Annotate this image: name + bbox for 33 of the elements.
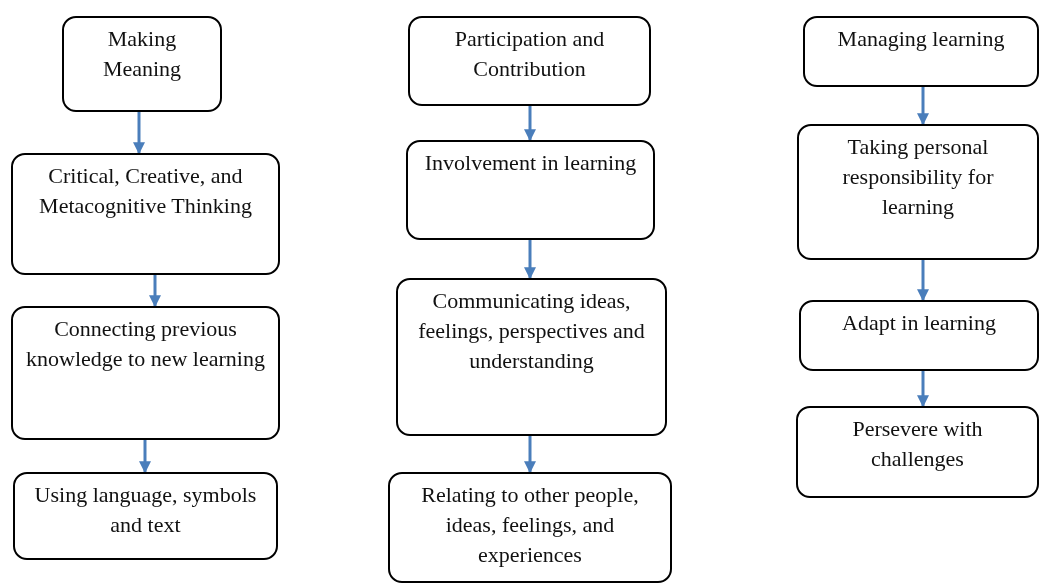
arrow (149, 275, 161, 308)
process-box (797, 124, 1039, 260)
box-label: Taking personal responsibility for learning (841, 133, 995, 221)
box-label: Managing learning (837, 25, 1005, 53)
box-label: Involvement in learning (424, 149, 637, 177)
box-label: Adapt in learning (842, 309, 996, 337)
process-box (803, 16, 1039, 87)
process-box (408, 16, 651, 106)
arrow (524, 106, 536, 142)
box-label: Relating to other people, ideas, feelings, and experiences (420, 481, 640, 569)
process-box (406, 140, 655, 240)
process-box (62, 16, 222, 112)
process-box (796, 406, 1039, 498)
box-label: Making Meaning (101, 25, 183, 83)
arrow (917, 87, 929, 126)
box-label: Critical, Creative, and Metacognitive Thinking (38, 162, 253, 220)
box-label: Communicating ideas, feelings, perspectives and understanding (417, 287, 646, 375)
box-label: Participation and Contribution (453, 25, 606, 83)
arrow (917, 371, 929, 408)
process-box (11, 306, 280, 440)
process-box (11, 153, 280, 275)
box-label: Persevere with challenges (851, 415, 984, 473)
box-label: Connecting previous knowledge to new learning (25, 315, 266, 373)
process-box (388, 472, 672, 583)
process-box (396, 278, 667, 436)
process-box (799, 300, 1039, 371)
arrow (917, 260, 929, 302)
arrow (524, 240, 536, 280)
arrow (139, 440, 151, 474)
box-label: Using language, symbols and text (33, 481, 258, 539)
process-box (13, 472, 278, 560)
arrow (524, 436, 536, 474)
arrow (133, 112, 145, 155)
